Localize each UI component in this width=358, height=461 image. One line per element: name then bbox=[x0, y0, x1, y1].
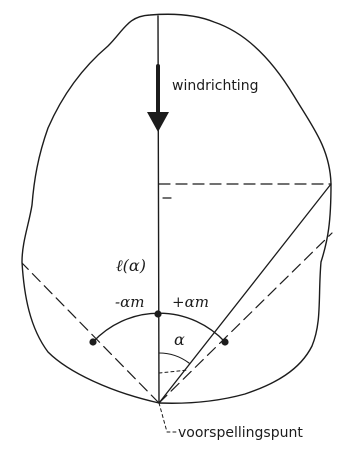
forecast-point-label: voorspellingspunt bbox=[178, 425, 303, 441]
wind-arrow-head bbox=[147, 112, 169, 132]
length-label: ℓ(α) bbox=[116, 256, 146, 275]
catchment-boundary bbox=[21, 13, 332, 404]
right-limit-ray bbox=[158, 232, 333, 404]
axis-point bbox=[154, 310, 162, 318]
plus-alpha-m-label: +αm bbox=[172, 293, 209, 311]
alpha-angle-arc bbox=[158, 352, 190, 364]
forecast-point-leader bbox=[158, 402, 177, 433]
right-limit-point bbox=[221, 338, 229, 346]
left-limit-point bbox=[89, 338, 97, 346]
alpha-angle-hatch bbox=[158, 369, 189, 374]
alpha-label: α bbox=[174, 330, 185, 349]
minus-alpha-m-label: -αm bbox=[115, 293, 144, 311]
direction-line-alpha bbox=[158, 183, 332, 404]
wind-direction-label: windrichting bbox=[172, 78, 258, 94]
left-limit-ray bbox=[21, 262, 160, 404]
